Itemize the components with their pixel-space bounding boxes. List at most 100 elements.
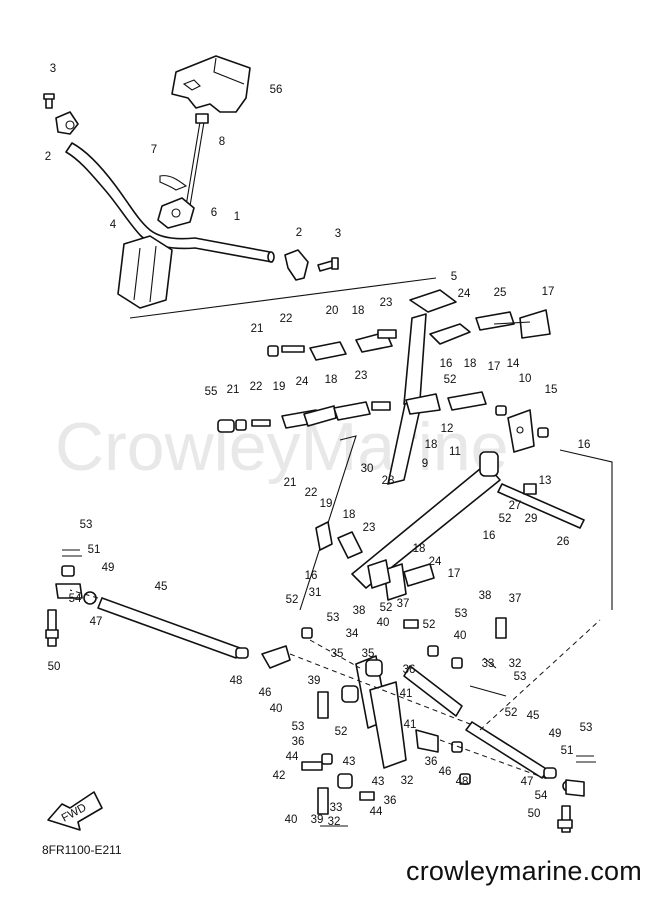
callout-52: 52 [423,619,436,631]
callout-16: 16 [440,358,453,370]
callout-56: 56 [270,84,283,96]
callout-31: 31 [309,587,322,599]
callout-23: 23 [380,297,393,309]
callout-18: 18 [352,305,365,317]
callout-53: 53 [580,722,593,734]
callout-26: 26 [557,536,570,548]
callout-44: 44 [286,751,299,763]
callout-20: 20 [326,305,339,317]
drawing-code: 8FR1100-E211 [42,843,122,857]
callout-37: 37 [509,593,522,605]
callout-34: 34 [346,628,359,640]
callout-23: 23 [363,522,376,534]
callout-17: 17 [488,361,501,373]
callout-36: 36 [425,756,438,768]
callout-24: 24 [296,376,309,388]
small-bolts [301,617,507,801]
cover [171,55,251,113]
callout-29: 29 [525,513,538,525]
callout-45: 45 [527,710,540,722]
callout-14: 14 [507,358,520,370]
callout-33: 33 [330,802,343,814]
callout-43: 43 [372,776,385,788]
lower-links [315,521,435,601]
callout-21: 21 [227,384,240,396]
website-link[interactable]: crowleymarine.com [406,856,642,886]
ball-joint-right [557,755,596,833]
callout-52: 52 [286,594,299,606]
lower-linkage [317,655,463,815]
callout-30: 30 [361,463,374,475]
callout-45: 45 [155,581,168,593]
group-line-bottom [320,657,507,827]
callout-35: 35 [362,648,375,660]
callout-3: 3 [335,228,341,240]
callout-18: 18 [464,358,477,370]
callout-17: 17 [542,286,555,298]
tiller-handle [65,142,275,263]
watermark: CrowleyMarine [55,409,508,485]
callout-16: 16 [483,530,496,542]
callout-18: 18 [425,439,438,451]
callout-37: 37 [397,598,410,610]
callout-40: 40 [377,617,390,629]
callout-2: 2 [296,227,302,239]
upper-links [429,309,551,345]
callout-38: 38 [479,590,492,602]
callout-46: 46 [439,766,452,778]
callout-47: 47 [521,776,534,788]
callout-3: 3 [50,63,56,75]
clip [159,175,188,191]
callout-24: 24 [458,288,471,300]
callout-53: 53 [514,671,527,683]
rod-45-left [97,597,291,669]
callout-32: 32 [401,775,414,787]
callout-22: 22 [280,313,293,325]
callout-42: 42 [273,770,286,782]
callout-40: 40 [270,703,283,715]
group-line-mid [299,435,613,611]
grip [117,235,173,309]
callout-49: 49 [102,562,115,574]
steering-column [387,289,457,485]
callout-24: 24 [429,556,442,568]
callout-16: 16 [578,439,591,451]
callout-51: 51 [88,544,101,556]
callout-47: 47 [90,616,103,628]
callout-11: 11 [449,446,461,458]
callout-1: 1 [234,211,240,223]
callout-7: 7 [151,144,157,156]
callout-43: 43 [343,756,356,768]
callout-36: 36 [403,664,416,676]
middle-links [281,331,487,429]
callout-48: 48 [230,675,243,687]
callout-41: 41 [400,688,413,700]
right-bracket [495,405,549,453]
callout-8: 8 [219,136,225,148]
callout-39: 39 [308,675,321,687]
callout-48: 48 [456,776,469,788]
callout-51: 51 [561,745,574,757]
callout-19: 19 [273,381,286,393]
callout-38: 38 [353,605,366,617]
callout-9: 9 [422,458,428,470]
callout-53: 53 [455,608,468,620]
callout-52: 52 [499,513,512,525]
callout-40: 40 [454,630,467,642]
callout-53: 53 [80,519,93,531]
screw-right [317,257,339,272]
callout-21: 21 [251,323,264,335]
callout-55: 55 [205,386,218,398]
bushings [217,329,397,433]
handle-bracket [157,197,195,229]
callout-18: 18 [325,374,338,386]
callout-25: 25 [494,287,507,299]
callout-16: 16 [305,570,318,582]
callout-12: 12 [441,423,454,435]
callout-54: 54 [535,790,548,802]
callout-52: 52 [505,707,518,719]
callout-27: 27 [509,500,522,512]
callout-36: 36 [292,736,305,748]
